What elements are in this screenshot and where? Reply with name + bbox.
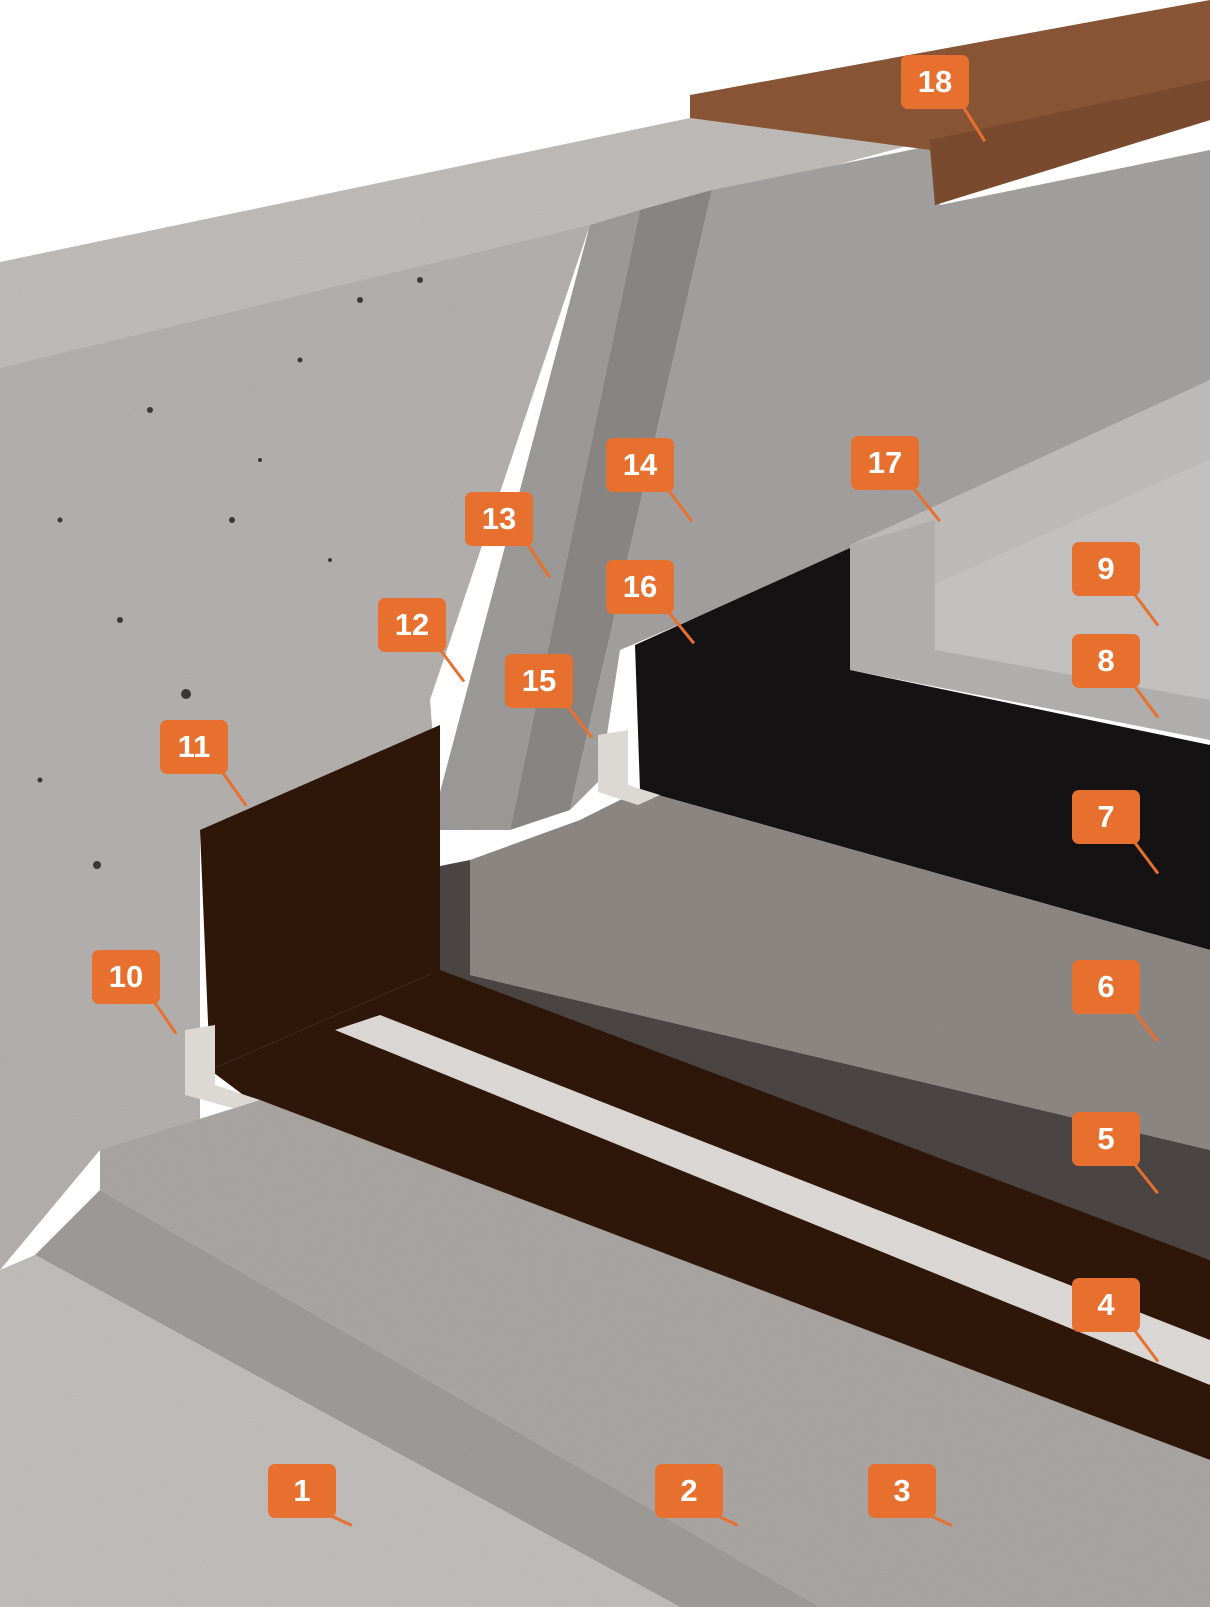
- callout-label-7: 7: [1072, 790, 1140, 844]
- callout-label-13: 13: [465, 492, 533, 546]
- bitumen-membrane: [210, 970, 1210, 1460]
- corner-tape-10: [185, 1025, 260, 1110]
- concrete-wall-top: [0, 118, 930, 368]
- concrete-wall-face: [0, 225, 590, 1270]
- callout-label-8: 8: [1072, 634, 1140, 688]
- tile-wall: [850, 380, 1210, 650]
- callout-label-2: 2: [655, 1464, 723, 1518]
- callout-label-14: 14: [606, 438, 674, 492]
- base-strip: [35, 1190, 820, 1607]
- callout-label-17: 17: [851, 436, 919, 490]
- callout-label-11: 11: [160, 720, 228, 774]
- corner-tape-15: [598, 730, 660, 805]
- fabric-strip: [335, 1015, 1210, 1385]
- coping-front-edge: [930, 80, 1210, 205]
- callout-label-18: 18: [901, 55, 969, 109]
- callout-label-9: 9: [1072, 542, 1140, 596]
- black-membrane: [635, 548, 1210, 950]
- callout-label-3: 3: [868, 1464, 936, 1518]
- render-layer: [430, 210, 640, 830]
- callout-label-12: 12: [378, 598, 446, 652]
- callout-label-4: 4: [1072, 1278, 1140, 1332]
- callout-label-16: 16: [606, 560, 674, 614]
- callout-label-5: 5: [1072, 1112, 1140, 1166]
- screed-layer: [470, 790, 1210, 1150]
- ground-concrete: [0, 1255, 680, 1607]
- callout-label-1: 1: [268, 1464, 336, 1518]
- callout-label-15: 15: [505, 654, 573, 708]
- callout-label-10: 10: [92, 950, 160, 1004]
- bitumen-upstand: [200, 725, 440, 1070]
- concrete-pores: [37, 277, 423, 869]
- callout-label-6: 6: [1072, 960, 1140, 1014]
- separation-layer: [420, 860, 1210, 1260]
